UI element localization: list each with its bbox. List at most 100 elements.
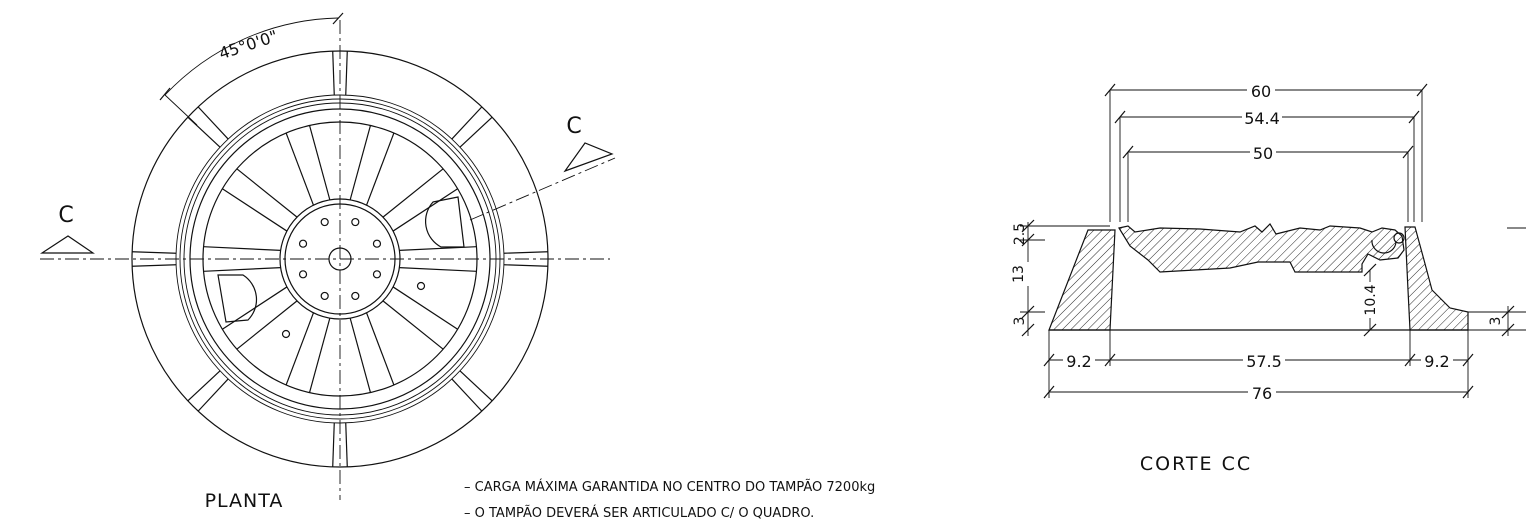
section-mark-right: C [566,114,581,139]
spoke-edge [392,286,458,330]
tick [1021,305,1035,319]
tick [1043,385,1055,399]
tick [1416,83,1428,97]
frame-lug-line [187,370,221,402]
hinge-pin [1393,232,1405,244]
frame-lug-line [197,106,229,140]
spoke-edge [203,246,281,251]
note-load: – CARGA MÁXIMA GARANTIDA NO CENTRO DO TA… [464,479,875,495]
tick [1404,353,1416,367]
spoke-edge [285,312,315,386]
tick [1043,353,1055,367]
hub-ring [279,198,401,320]
frame-lug-line [132,264,177,267]
hinge-pocket-right [424,196,465,248]
spoke-edge [285,132,315,206]
frame-lug-line [332,51,335,96]
notes: – CARGA MÁXIMA GARANTIDA NO CENTRO DO TA… [464,479,875,521]
dim-2-5: 2.5 [1012,223,1028,245]
frame-lug-line [132,251,177,254]
spoke-edge [365,312,395,386]
spoke-edge [399,267,477,272]
spoke-edge [308,125,331,201]
tick [1122,145,1134,159]
dim-60: 60 [1251,82,1271,101]
frame-lug-line [197,378,229,412]
label-bg [1018,262,1036,286]
label-bg [1247,82,1275,98]
frame-lug-line [345,51,348,96]
frame-lugs [132,51,548,467]
label-bg [1242,109,1282,125]
frame-lug-line [451,378,483,412]
frame-inner-ring [175,94,505,424]
tick [1402,145,1414,159]
note-hinge: – O TAMPÃO DEVERÁ SER ARTICULADO C/ O QU… [464,505,814,521]
tick [1363,263,1377,277]
bolt-hole [351,217,360,227]
dim-9-2-right: 9.2 [1424,352,1449,371]
cover-ring [189,108,491,410]
spoke-edge [349,317,372,393]
bolt-hole [372,270,382,279]
frame-lug-line [187,116,221,148]
tick [1104,83,1116,97]
label-bg [1421,352,1453,368]
rib-outer-ring [202,121,478,397]
tick [1501,323,1515,337]
frame-lug-line [345,422,348,467]
section-arrow-left [39,235,95,254]
label-bg [1360,282,1380,318]
bolt-holes [298,217,382,301]
angle-label: 45°0'0" [217,26,280,63]
tick [1363,323,1377,337]
tick [1462,353,1474,367]
bolt-hole [351,291,360,301]
pin-hole-left [281,329,291,339]
spoke-edge [382,168,444,218]
frame-left-section [1048,229,1116,331]
section-title: CORTE CC [1140,453,1252,475]
section-view: 60 54.4 50 2.5 13 3 10.4 3 [1011,82,1526,475]
spoke-edge [236,300,298,350]
dim-57-5: 57.5 [1246,352,1282,371]
angle-tick-top [332,12,344,25]
tick [1408,110,1420,124]
tick [1104,353,1116,367]
bolt-hole [298,239,308,248]
tick [1462,385,1474,399]
bolt-hole [320,217,329,227]
dim-13: 13 [1011,265,1027,283]
cover-spokes [203,125,477,393]
cover-outer-ring [179,98,501,420]
spoke-edge [349,125,372,201]
label-bg [1248,384,1276,400]
section-mark-left: C [58,203,73,228]
frame-lug-line [503,264,548,267]
plan-view: 45°0'0" C C PLANTA [39,12,616,512]
angle-extension-line [164,94,198,126]
pin-hole-right [416,281,426,291]
tick [1021,323,1035,337]
label-bg [1250,144,1276,160]
bolt-hole [372,239,382,248]
cover-section [1118,223,1405,273]
spoke-edge [308,317,331,393]
tick [1021,219,1035,233]
cover-rim-ring [183,102,497,416]
dim-50: 50 [1253,144,1273,163]
tick [1021,233,1035,247]
dim-3-right: 3 [1488,317,1504,326]
frame-lug-line [459,370,493,402]
spoke-edge [382,300,444,350]
label-bg [1243,352,1285,368]
frame-right-section [1404,226,1469,331]
dim-9-2-left: 9.2 [1066,352,1091,371]
spoke-edge [399,246,477,251]
spoke-edge [222,286,288,330]
frame-lug-line [451,106,483,140]
spoke-edge [236,168,298,218]
spoke-edge [365,132,395,206]
hinge-pocket-left [217,274,258,323]
